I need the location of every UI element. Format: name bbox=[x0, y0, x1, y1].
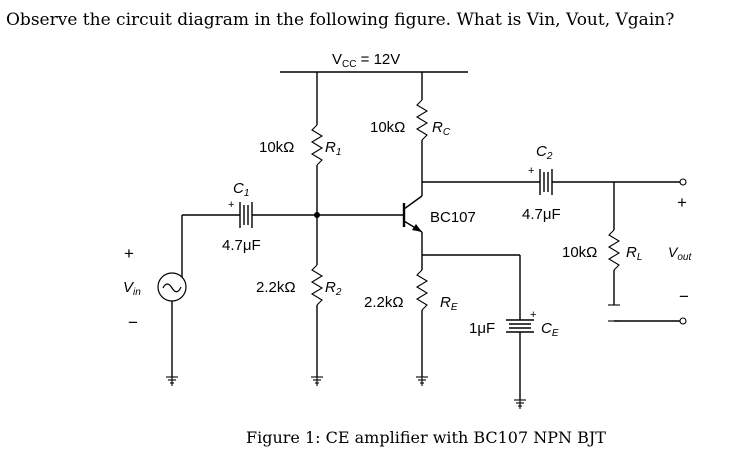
vout-terminal-top bbox=[679, 178, 687, 186]
r2-name: R2 bbox=[325, 279, 342, 298]
r1-name: R1 bbox=[325, 139, 341, 158]
vout-plus: + bbox=[677, 193, 687, 212]
vout-label: Vout bbox=[668, 244, 692, 263]
figure-caption: Figure 1: CE amplifier with BC107 NPN BJ… bbox=[246, 428, 606, 447]
c1-polarity: + bbox=[228, 199, 234, 211]
resistor-rl bbox=[607, 182, 621, 306]
question-text: Observe the circuit diagram in the follo… bbox=[6, 10, 674, 30]
capacitor-c1 bbox=[239, 202, 253, 228]
ground-ce-icon bbox=[514, 399, 526, 409]
ce-name: CE bbox=[541, 320, 559, 339]
ground-vin-icon bbox=[166, 376, 178, 386]
rl-value: 10kΩ bbox=[562, 244, 597, 261]
vin-plus: + bbox=[124, 244, 134, 263]
resistor-r2 bbox=[310, 215, 324, 377]
vin-minus: − bbox=[128, 313, 138, 332]
transistor-model: BC107 bbox=[430, 209, 476, 226]
ground-re-icon bbox=[416, 376, 428, 386]
rc-name: RC bbox=[432, 119, 451, 138]
capacitor-ce bbox=[506, 319, 534, 333]
vout-terminal-bottom bbox=[679, 317, 687, 325]
r1-value: 10kΩ bbox=[259, 139, 294, 156]
c1-value: 4.7μF bbox=[222, 237, 261, 254]
transistor-bc107 bbox=[317, 182, 423, 255]
resistor-rc bbox=[415, 72, 429, 182]
capacitor-c2 bbox=[539, 169, 553, 195]
c2-value: 4.7μF bbox=[522, 206, 561, 223]
re-value: 2.2kΩ bbox=[364, 294, 404, 311]
ac-source-icon bbox=[157, 272, 187, 302]
vin-label: Vin bbox=[123, 279, 141, 298]
ce-polarity: + bbox=[530, 309, 536, 321]
rl-name: RL bbox=[626, 244, 642, 263]
r2-value: 2.2kΩ bbox=[256, 279, 296, 296]
ce-value: 1μF bbox=[469, 320, 495, 337]
re-name: RE bbox=[440, 294, 458, 313]
vcc-label: VCC = 12V bbox=[332, 51, 400, 70]
c2-name: C2 bbox=[536, 143, 553, 162]
c1-name: C1 bbox=[233, 180, 249, 199]
vout-minus: − bbox=[679, 287, 689, 306]
c2-polarity: + bbox=[528, 165, 534, 177]
rc-value: 10kΩ bbox=[370, 119, 405, 136]
ground-r2-icon bbox=[311, 376, 323, 386]
resistor-re bbox=[415, 255, 429, 377]
resistor-r1 bbox=[310, 72, 324, 215]
